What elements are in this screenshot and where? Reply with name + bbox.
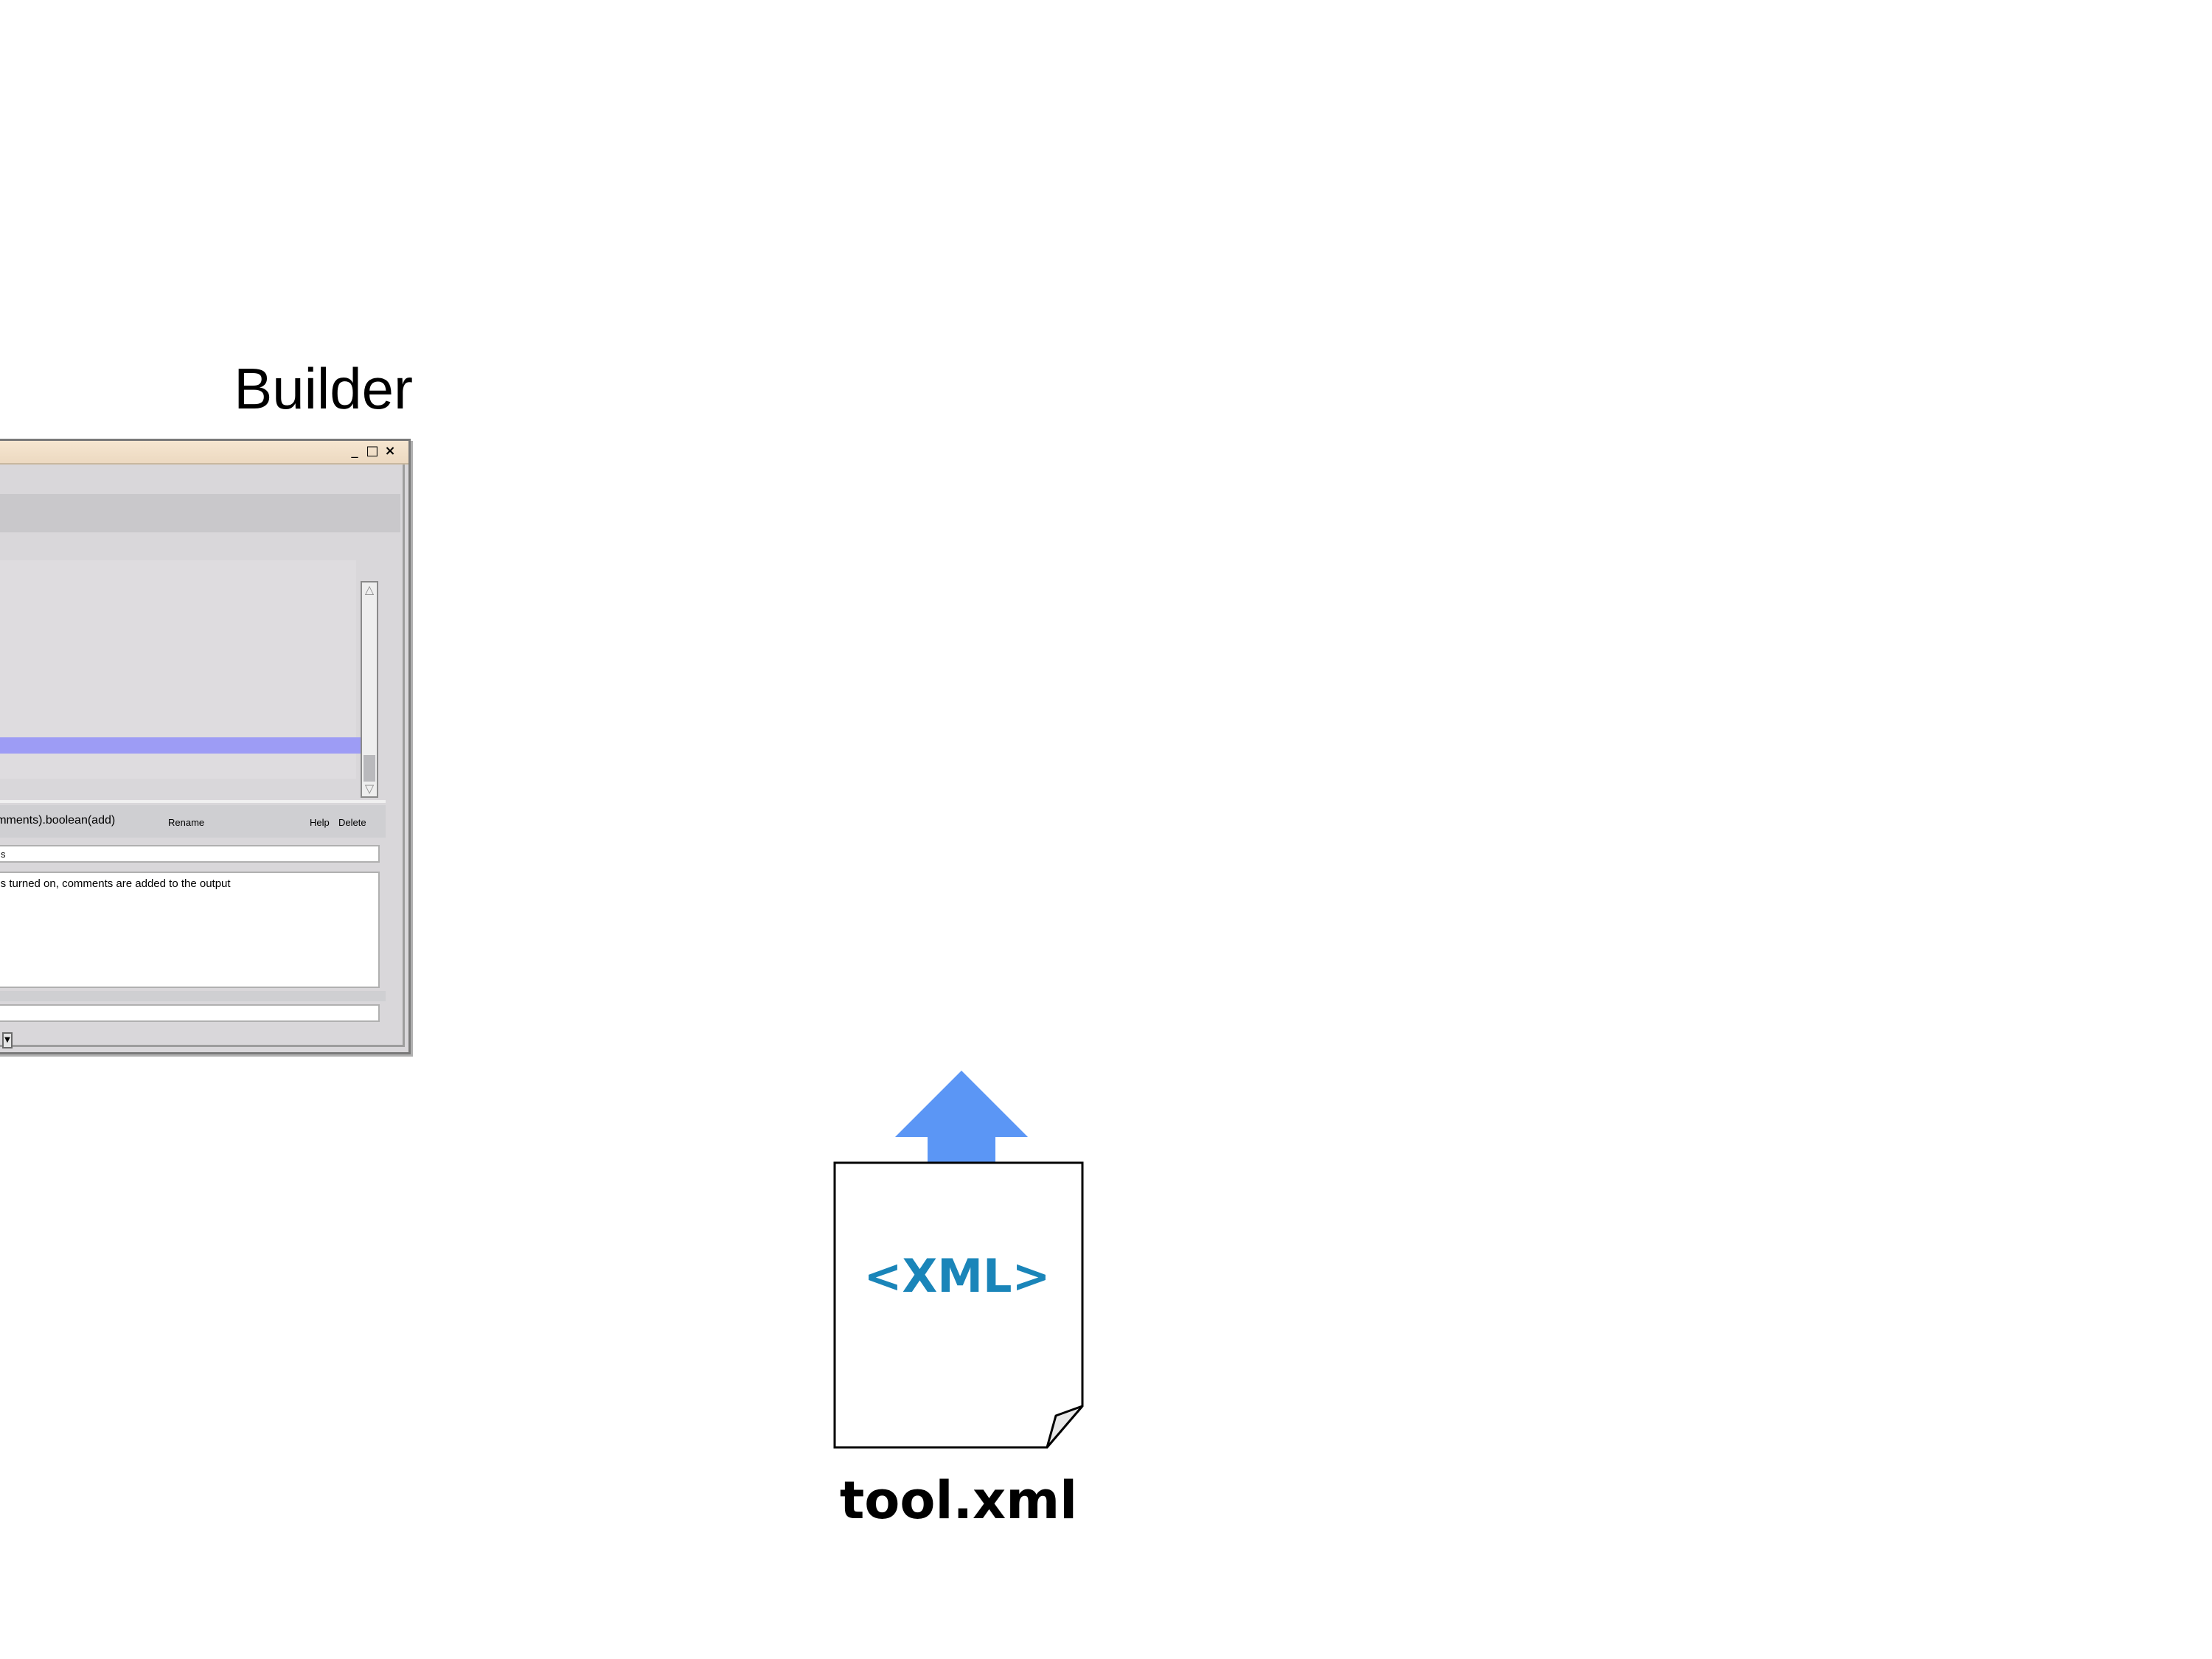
scroll-down-icon[interactable]: ▽ bbox=[364, 782, 375, 796]
file-name-label: tool.xml bbox=[839, 1470, 1078, 1531]
parameter-label: (comments).boolean(add) bbox=[0, 814, 116, 827]
default-value-field[interactable] bbox=[0, 1004, 380, 1022]
label-field[interactable]: s bbox=[0, 845, 380, 863]
up-arrow-icon bbox=[895, 1071, 1028, 1166]
rename-button[interactable]: Rename bbox=[168, 817, 205, 828]
label-field-value: s bbox=[1, 849, 6, 860]
delete-button[interactable]: Delete bbox=[338, 817, 366, 828]
help-button[interactable]: Help bbox=[310, 817, 330, 828]
description-textarea[interactable]: tion is turned on, comments are added to… bbox=[0, 872, 380, 988]
window-title-bar[interactable]: _ □ × bbox=[0, 441, 408, 465]
description-text: tion is turned on, comments are added to… bbox=[0, 877, 231, 890]
builder-window: _ □ × △ ▽ (comments).boolean(add) Rename… bbox=[0, 439, 411, 1054]
scroll-up-icon[interactable]: △ bbox=[364, 582, 375, 597]
document-icon bbox=[833, 1161, 1084, 1449]
panel-divider bbox=[0, 800, 386, 803]
separator-strip bbox=[0, 991, 386, 1001]
parameter-header: (comments).boolean(add) Rename Help Dele… bbox=[0, 805, 386, 838]
window-body: △ ▽ (comments).boolean(add) Rename Help … bbox=[0, 465, 405, 1048]
xml-tag-label: <XML> bbox=[863, 1249, 1051, 1303]
maximize-icon[interactable]: □ bbox=[366, 443, 379, 459]
builder-title: Builder bbox=[234, 356, 413, 421]
chevron-down-icon[interactable]: ▼ bbox=[2, 1032, 13, 1048]
selected-list-row[interactable] bbox=[0, 737, 361, 754]
close-icon[interactable]: × bbox=[384, 443, 396, 459]
minimize-icon[interactable]: _ bbox=[351, 443, 358, 459]
toolbar-strip bbox=[0, 494, 400, 532]
list-scrollbar[interactable]: △ ▽ bbox=[361, 581, 378, 798]
scroll-thumb[interactable] bbox=[364, 755, 375, 782]
